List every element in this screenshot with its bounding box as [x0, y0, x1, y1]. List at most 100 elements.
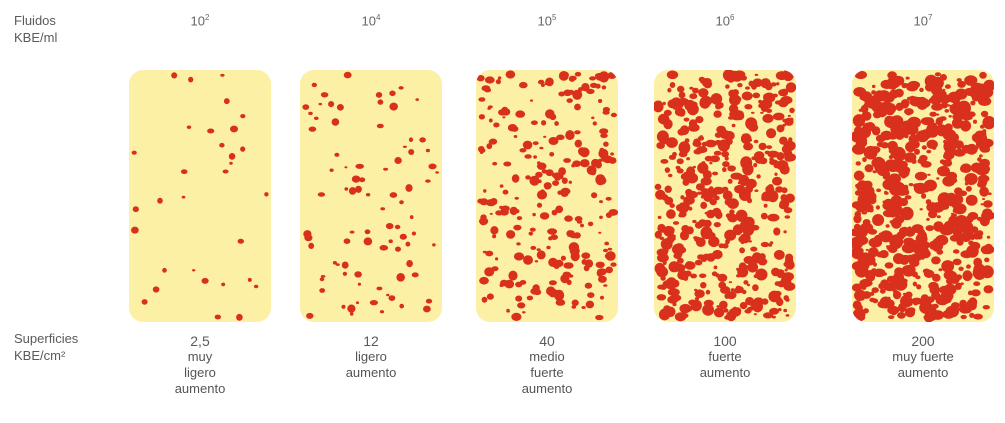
- colony-dot: [530, 287, 541, 295]
- colony-dot: [607, 72, 617, 79]
- colony-dot: [538, 193, 546, 200]
- colony-dot: [863, 145, 878, 160]
- colony-dot: [889, 204, 901, 211]
- colony-dot: [879, 220, 883, 223]
- colony-dot: [745, 184, 754, 194]
- colony-dot: [590, 82, 598, 88]
- colony-dot: [729, 111, 737, 118]
- colony-dot: [591, 158, 600, 168]
- colony-dot: [501, 106, 509, 115]
- colony-dot: [657, 224, 662, 229]
- colony-dot: [341, 261, 349, 269]
- colony-dot: [935, 117, 943, 126]
- colony-dot: [916, 173, 923, 178]
- colony-dot: [693, 138, 701, 146]
- colony-dot: [318, 102, 323, 106]
- colony-dot: [972, 265, 987, 280]
- colony-dot: [982, 116, 994, 130]
- colony-dot: [699, 135, 703, 139]
- colony-dot: [677, 85, 685, 93]
- colony-dot: [944, 109, 950, 113]
- colony-dot: [939, 285, 950, 295]
- fluids-label: Fluidos KBE/ml: [14, 12, 57, 46]
- colony-dot: [237, 238, 244, 244]
- colony-dot: [970, 226, 979, 234]
- colony-dot: [786, 76, 790, 80]
- colony-dot: [973, 119, 977, 124]
- colony-dot: [965, 215, 974, 223]
- colony-dot: [667, 295, 679, 304]
- colony-dot: [853, 87, 867, 97]
- surface-caption: 40 medio fuerte aumento: [467, 333, 627, 397]
- colony-dot: [601, 85, 607, 90]
- colony-dot: [932, 273, 941, 282]
- colony-dot: [587, 292, 595, 298]
- colony-dot: [732, 89, 739, 96]
- colony-dot: [783, 295, 789, 301]
- colony-dot: [784, 215, 791, 219]
- colony-dot: [926, 217, 930, 221]
- colony-dot: [253, 284, 259, 289]
- colony-dot: [709, 161, 713, 165]
- colony-dot: [595, 261, 605, 268]
- colony-dot: [859, 262, 867, 270]
- colony-dot: [564, 215, 573, 222]
- colony-dot: [727, 213, 738, 223]
- colony-dot: [358, 177, 366, 183]
- colony-dot: [405, 241, 411, 247]
- colony-dot: [736, 267, 740, 271]
- colony-dot: [785, 260, 795, 270]
- colony-dot: [943, 270, 957, 280]
- colony-dot: [713, 307, 725, 318]
- colony-dot: [207, 128, 215, 134]
- colony-dot: [927, 173, 931, 176]
- colony-dot: [411, 231, 416, 236]
- colony-dot: [771, 315, 776, 319]
- description-line: aumento: [521, 381, 573, 396]
- colony-dot: [895, 102, 904, 111]
- colony-dot: [945, 291, 951, 296]
- colony-dot: [858, 314, 866, 321]
- colony-dot: [945, 158, 952, 162]
- colony-dot: [591, 116, 595, 120]
- colony-dot: [880, 142, 889, 149]
- colony-dot: [973, 313, 983, 320]
- colony-dot: [693, 148, 702, 155]
- colony-dot: [704, 211, 709, 215]
- fluid-concentration-label: 107: [913, 13, 933, 29]
- colony-dot: [893, 243, 900, 248]
- colony-dot: [354, 271, 362, 278]
- colony-dot: [665, 306, 676, 317]
- colony-dot: [660, 275, 666, 281]
- colony-dot: [867, 228, 878, 235]
- colony-dot: [132, 206, 139, 213]
- colony-dot: [868, 237, 883, 248]
- colony-dot: [961, 144, 972, 154]
- colony-dot: [731, 123, 736, 128]
- colony-dot: [730, 172, 743, 180]
- colony-dot: [888, 73, 894, 78]
- colony-dot: [986, 235, 991, 239]
- colony-dot: [779, 269, 785, 276]
- colony-dot: [857, 180, 868, 191]
- colony-dot: [936, 177, 940, 180]
- colony-dot: [604, 241, 610, 246]
- colony-dot: [221, 282, 226, 287]
- colony-dot: [681, 225, 690, 233]
- colony-dot: [131, 150, 137, 155]
- colony-dot: [548, 137, 559, 145]
- colony-dot: [536, 162, 547, 170]
- colony-dot: [515, 110, 526, 118]
- colony-dot: [364, 229, 371, 235]
- colony-dot: [714, 132, 722, 138]
- colony-dot: [891, 183, 896, 187]
- colony-dot: [876, 251, 885, 258]
- colony-dot: [954, 150, 960, 156]
- colony-dot: [555, 299, 566, 306]
- colony-dot: [969, 312, 975, 318]
- colony-dot: [481, 85, 491, 92]
- colony-dot: [402, 145, 407, 148]
- colony-dot: [914, 148, 920, 155]
- colony-dot: [394, 157, 402, 164]
- colony-dot: [976, 235, 983, 240]
